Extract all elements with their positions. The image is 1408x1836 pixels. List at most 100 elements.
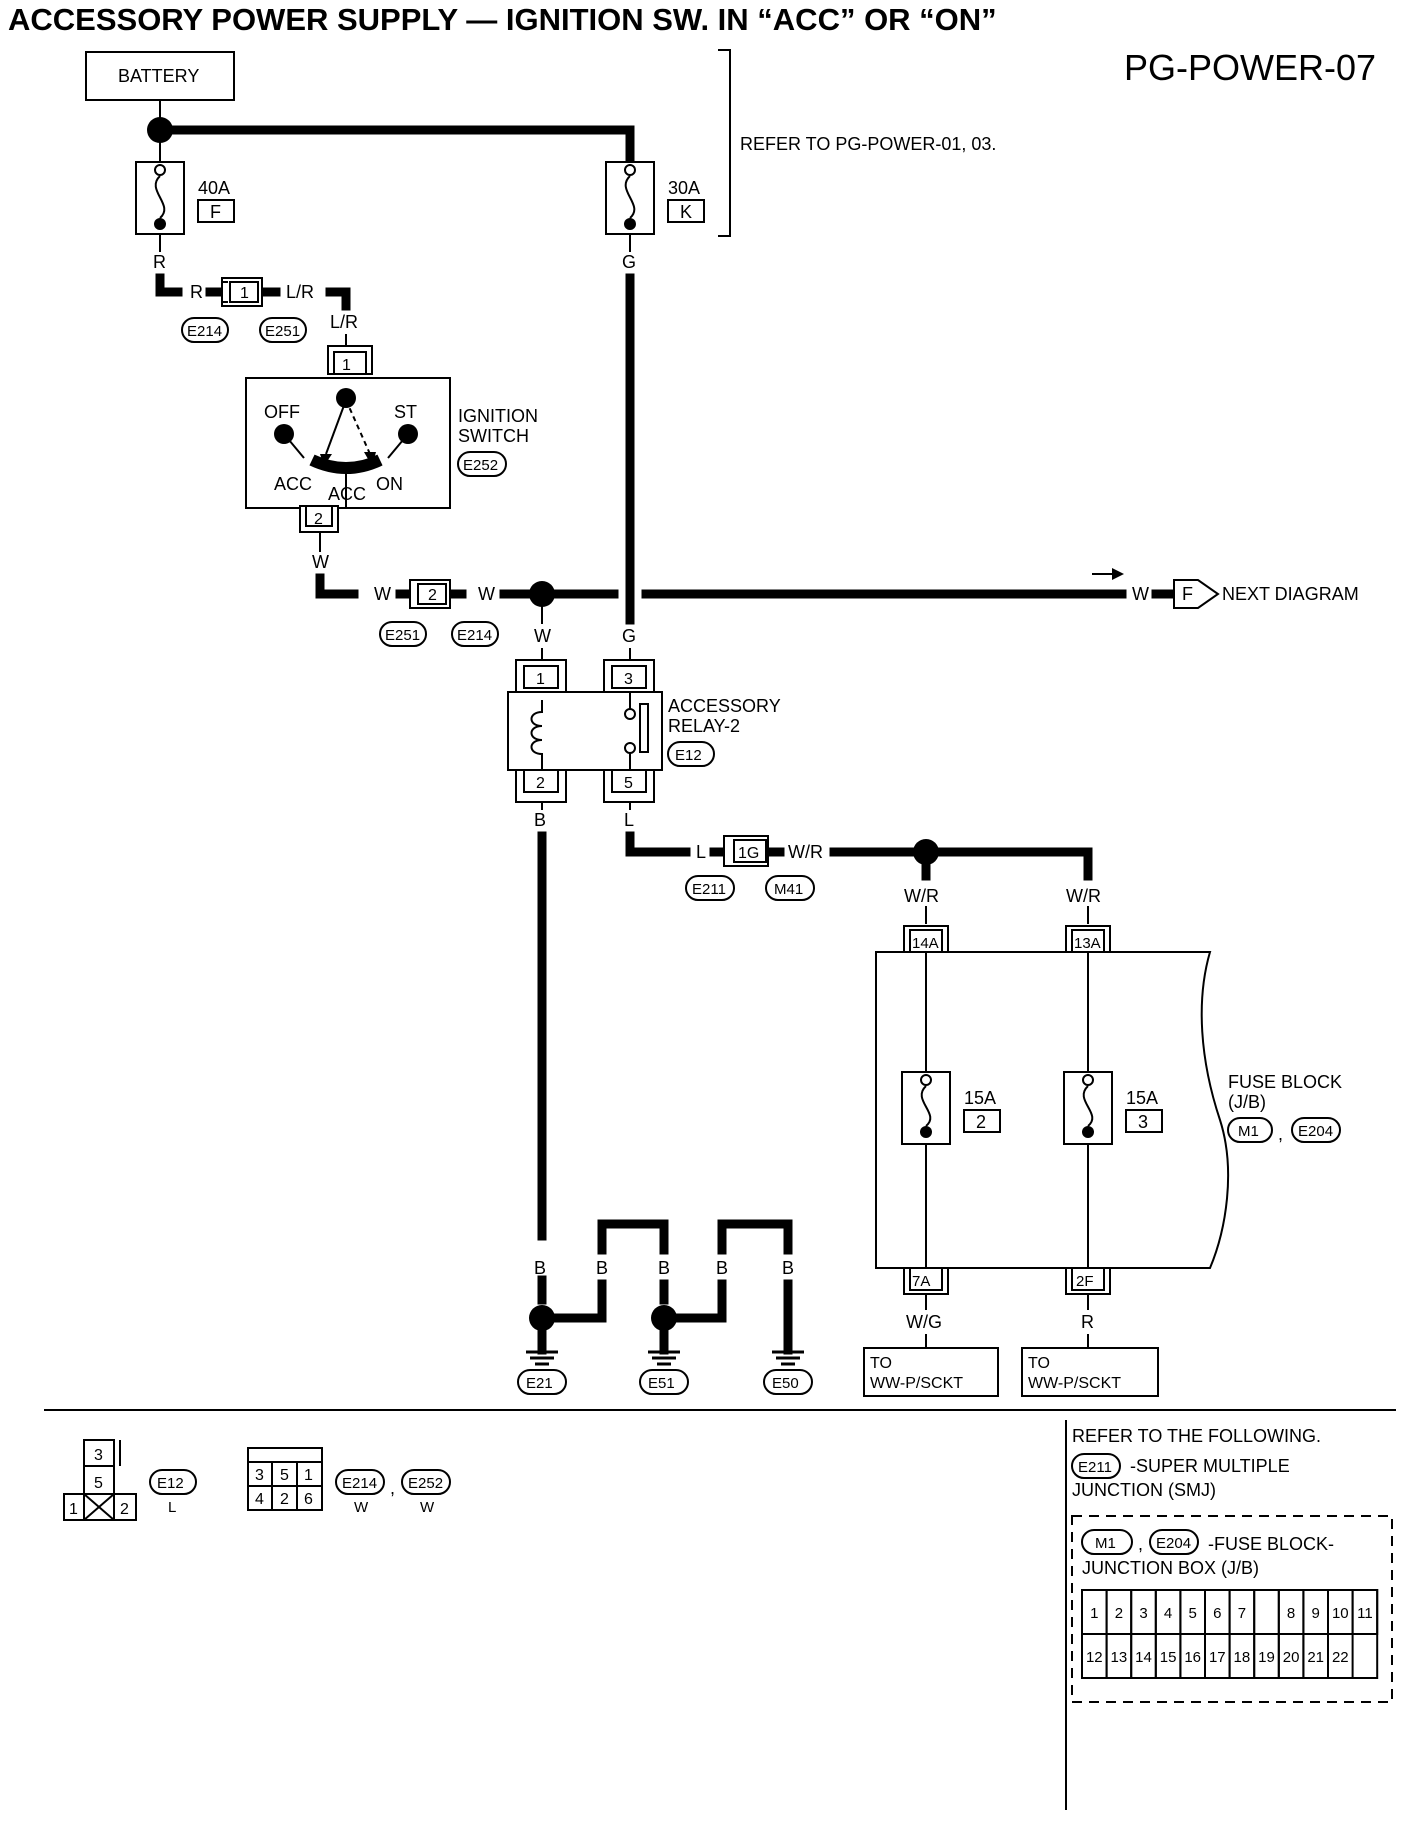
legend-e214-face — [247, 1447, 323, 1511]
output-box-2 — [1021, 1347, 1159, 1397]
ign-label-1: IGNITION — [458, 406, 538, 426]
ign-pos-acc-center: ACC — [328, 484, 366, 504]
fuse-40a-rating: 40A — [198, 178, 230, 198]
ground-e51 — [648, 1325, 680, 1366]
ign-label-2: SWITCH — [458, 426, 529, 446]
ref-jb-pin-label: 3 — [1139, 1605, 1147, 1622]
output-2-line1: TO — [1028, 1355, 1050, 1372]
wire-b-label-6: B — [782, 1258, 794, 1278]
ref-smj-line2: JUNCTION (SMJ) — [1072, 1480, 1216, 1500]
legend-e12-pin-3: 3 — [94, 1447, 103, 1464]
ref-jb-pin-label: 9 — [1312, 1605, 1320, 1622]
ign-pin-2: 2 — [314, 511, 323, 528]
wire-b-loop-2 — [717, 1219, 793, 1255]
wire-wg-label: W/G — [906, 1312, 942, 1332]
ign-pos-acc-left: ACC — [274, 474, 312, 494]
legend-e214-pin-5: 5 — [280, 1467, 289, 1484]
tag-e50 — [763, 1369, 813, 1395]
relay-pin-2: 2 — [536, 775, 545, 792]
tag-e21-label: E21 — [526, 1375, 553, 1392]
wire-g-label-2: G — [622, 626, 636, 646]
legend-e214-pin-4: 4 — [255, 1491, 264, 1508]
output-1-line2: WW-P/SCKT — [870, 1375, 963, 1392]
reference-header: REFER TO THE FOLLOWING. — [1072, 1426, 1321, 1446]
fuse-block-label-1: FUSE BLOCK — [1228, 1072, 1342, 1092]
ref-tag-e204-label: E204 — [1156, 1535, 1191, 1552]
ref-jb-pin-label: 22 — [1332, 1649, 1349, 1666]
ref-jb-pin-label: 20 — [1283, 1649, 1300, 1666]
fuse-40a-id: F — [210, 202, 221, 222]
ref-jb-dashed-box — [1071, 1515, 1393, 1703]
wire-r-label-2: R — [190, 282, 203, 302]
ref-tag-e211 — [1071, 1453, 1121, 1479]
fuse-15a-1-id: 2 — [976, 1112, 986, 1132]
ground-e50 — [772, 1350, 804, 1366]
ref-jb-line1: -FUSE BLOCK- — [1208, 1534, 1334, 1554]
ref-jb-pin-label: 18 — [1234, 1649, 1251, 1666]
diagram-id: PG-POWER-07 — [1124, 47, 1376, 88]
tag-m1 — [1227, 1117, 1273, 1143]
tag-e252 — [457, 451, 507, 477]
ref-jb-pin-label: 19 — [1258, 1649, 1275, 1666]
tag-e214-b — [451, 621, 499, 647]
connector-pin-1-label: 1 — [240, 285, 249, 302]
connector-1g-label: 1G — [738, 845, 759, 862]
tag-e50-label: E50 — [772, 1375, 799, 1392]
wire-b-label-1: B — [534, 810, 546, 830]
wire-b-label-4: B — [658, 1258, 670, 1278]
next-connector-label: F — [1182, 584, 1193, 604]
wire-wr-label-1: W/R — [788, 842, 823, 862]
tag-e252-label: E252 — [463, 457, 498, 474]
legend-e214-pin-2: 2 — [280, 1491, 289, 1508]
relay-pin-3: 3 — [624, 671, 633, 688]
tag-e214-b-label: E214 — [457, 627, 492, 644]
fb-pin-2f: 2F — [1076, 1273, 1094, 1290]
connector-pin-2-label: 2 — [428, 587, 437, 604]
legend-tag-e252-label: E252 — [408, 1475, 443, 1492]
ign-pos-off: OFF — [264, 402, 300, 422]
wire-w-ign — [315, 573, 359, 599]
ref-jb-pin-label: 6 — [1213, 1605, 1221, 1622]
legend-tag-e12-label: E12 — [157, 1475, 184, 1492]
wire-lr — [325, 287, 351, 311]
ref-tag-e204 — [1149, 1529, 1199, 1555]
ref-jb-pin-label: 17 — [1209, 1649, 1226, 1666]
ref-sep: , — [1138, 1534, 1143, 1554]
tag-e251-b — [379, 621, 427, 647]
fuse-block-label-2: (J/B) — [1228, 1092, 1266, 1112]
ignition-switch — [245, 345, 451, 533]
legend-e214-pin-6: 6 — [304, 1491, 313, 1508]
wire-l — [625, 831, 691, 857]
fuse-30a-id-box — [667, 199, 705, 223]
fuse-40a — [135, 161, 185, 235]
wire-w-label-2: W — [374, 584, 391, 604]
tag-e12 — [667, 741, 715, 767]
tag-e204 — [1291, 1117, 1341, 1143]
ref-jb-pin-label: 11 — [1357, 1605, 1373, 1622]
wire-r-40a — [155, 273, 183, 297]
legend-tag-e252 — [401, 1469, 451, 1495]
ref-tag-e211-label: E211 — [1078, 1459, 1112, 1476]
ref-jb-pin-label: 2 — [1115, 1605, 1123, 1622]
ign-pos-on: ON — [376, 474, 403, 494]
legend-e12-face — [63, 1439, 137, 1521]
next-arrow-head — [1112, 568, 1124, 580]
fuse-15a-2-id-box — [1125, 1109, 1163, 1133]
tag-e214-label: E214 — [187, 323, 222, 340]
tag-e12-label: E12 — [675, 747, 702, 764]
relay-label-1: ACCESSORY — [668, 696, 781, 716]
ref-jb-pin-label: 21 — [1307, 1649, 1324, 1666]
battery-to-30a-wire — [155, 125, 635, 165]
legend-tag-e12 — [149, 1469, 197, 1495]
relay-pin-1: 1 — [536, 671, 545, 688]
relay-label-2: RELAY-2 — [668, 716, 740, 736]
tag-e51-label: E51 — [648, 1375, 675, 1392]
wire-w-label-next: W — [1132, 584, 1149, 604]
legend-e12-pin-5: 5 — [94, 1475, 103, 1492]
legend-e12-color: L — [168, 1499, 176, 1516]
tag-e21 — [517, 1369, 567, 1395]
fuse-30a — [605, 161, 655, 235]
legend-tag-e214-label: E214 — [342, 1475, 377, 1492]
wire-l-label-1: L — [624, 810, 634, 830]
